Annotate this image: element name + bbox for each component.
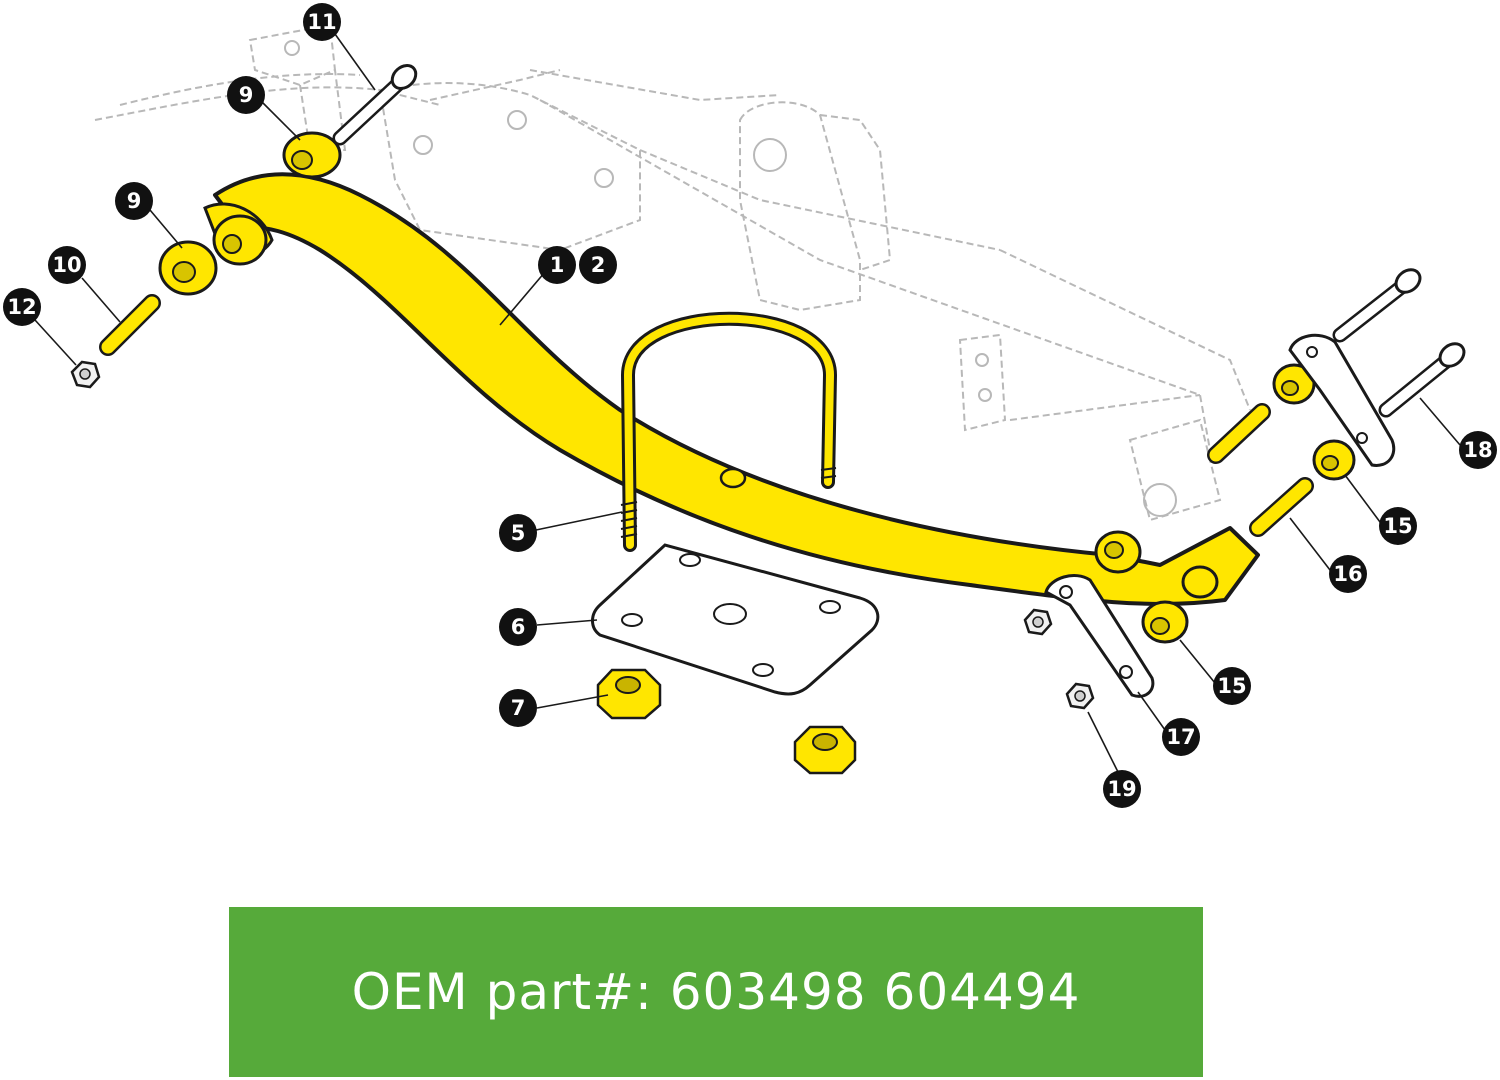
callout-16: 16	[1329, 555, 1367, 593]
callout-2: 2	[579, 246, 617, 284]
u-bolt-5	[620, 311, 838, 552]
callout-10: 10	[48, 246, 86, 284]
parts-diagram: 11 9 9 10 12 1 2 5 6 7 15 15	[3, 3, 1497, 808]
callout-2-label: 2	[591, 253, 606, 277]
nut-19-upper	[1023, 608, 1053, 636]
bushing-9-upper	[282, 131, 342, 179]
bushing-9-inner	[212, 214, 268, 266]
callout-18: 18	[1459, 431, 1497, 469]
callout-6-label: 6	[511, 615, 526, 639]
callout-15-upper-label: 15	[1383, 514, 1412, 538]
callout-19-label: 19	[1107, 777, 1136, 801]
callout-18-label: 18	[1463, 438, 1492, 462]
callout-6: 6	[499, 608, 537, 646]
callout-9-upper-label: 9	[239, 83, 254, 107]
shackle-plate-upper	[1288, 333, 1396, 467]
bolt-11	[332, 64, 418, 146]
callout-15-lower: 15	[1213, 667, 1251, 705]
callout-19: 19	[1103, 770, 1141, 808]
nut-7-left	[596, 668, 662, 720]
callout-5: 5	[499, 514, 537, 552]
callout-1-label: 1	[550, 253, 565, 277]
callout-15-upper: 15	[1379, 507, 1417, 545]
oem-part-banner: OEM part#: 603498 604494	[229, 907, 1203, 1077]
frame-holes	[284, 40, 1177, 517]
callout-5-label: 5	[511, 521, 526, 545]
callout-7: 7	[499, 689, 537, 727]
leaf-spring-eye-right	[1181, 565, 1219, 599]
callout-17: 17	[1162, 718, 1200, 756]
plate-6	[591, 543, 880, 696]
bushing-right-spring	[1094, 530, 1142, 574]
nut-12	[70, 360, 101, 389]
callout-10-label: 10	[52, 253, 81, 277]
bushing-9-lower	[158, 240, 218, 296]
nut-7-right	[793, 725, 857, 775]
shackle-plate-17	[1044, 574, 1155, 698]
nut-19-lower	[1065, 682, 1095, 710]
bushing-top-right	[1272, 363, 1316, 405]
bolt-18-lower	[1378, 342, 1466, 418]
callout-16-label: 16	[1333, 562, 1362, 586]
callout-12-label: 12	[7, 295, 36, 319]
sleeve-10	[99, 294, 161, 356]
bushing-15-upper	[1312, 439, 1356, 481]
callout-9-upper: 9	[227, 76, 265, 114]
oem-part-number-text: OEM part#: 603498 604494	[351, 963, 1081, 1021]
sleeve-16	[1249, 477, 1314, 537]
sleeve-upper	[1207, 403, 1271, 464]
callout-7-label: 7	[511, 696, 526, 720]
callout-1: 1	[538, 246, 576, 284]
callout-9-lower: 9	[115, 182, 153, 220]
bolt-18-upper	[1332, 268, 1422, 343]
callout-15-lower-label: 15	[1217, 674, 1246, 698]
bushing-15-lower	[1141, 600, 1189, 644]
callout-11-label: 11	[307, 10, 336, 34]
callout-17-label: 17	[1166, 725, 1195, 749]
spring-center-pin	[719, 467, 747, 489]
callout-9-lower-label: 9	[127, 189, 142, 213]
leader-lines	[34, 33, 1461, 773]
callout-11: 11	[303, 3, 341, 41]
callout-12: 12	[3, 288, 41, 326]
